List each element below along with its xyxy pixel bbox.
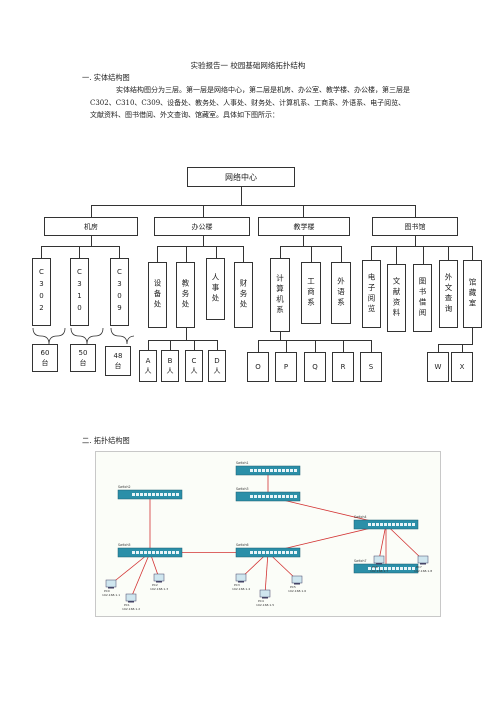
pc-ip-label: 192.168.1.8 <box>414 569 432 573</box>
pc-ip-label: 192.168.1.5 <box>256 603 274 607</box>
org-bangonglou: 办公楼 <box>154 217 250 236</box>
org-jiaowuchu: 教务处 <box>176 262 195 328</box>
switch-node: Switch3 <box>235 487 301 502</box>
pc-name-label: PC0 <box>104 589 110 593</box>
org-caiwuchu: 财务处 <box>234 262 253 328</box>
topology-link <box>264 552 269 595</box>
topology-link <box>385 524 424 561</box>
intro-paragraph: 实体结构图分为三层。第一层是网络中心，第二层是机房、办公室、教学楼、办公楼，第三… <box>90 86 410 119</box>
org-guancangshi: 馆藏室 <box>463 260 482 328</box>
org-capacity-c309: 48 台 <box>105 346 131 376</box>
pc-ip-label: 192.168.1.6 <box>288 589 306 593</box>
org-wenxianziliao: 文献资料 <box>387 264 406 332</box>
org-capacity-c310: 50 台 <box>70 344 96 372</box>
org-c309: C309 <box>110 258 129 326</box>
org-dianziyuelan: 电子阅览 <box>362 260 381 328</box>
switch-node: Switch4 <box>353 515 419 530</box>
topology-link <box>110 552 151 585</box>
pc-name-label: PC1 <box>124 603 130 607</box>
pc-ip-label: 192.168.1.2 <box>122 607 140 611</box>
pc-ip-label: 192.168.1.3 <box>150 587 168 591</box>
org-shebeichu: 设备处 <box>148 262 167 328</box>
section-heading-topology: 二. 拓扑结构图 <box>82 436 130 445</box>
pc-name-label: PC3 <box>234 583 240 587</box>
switch-node: Switch7 <box>353 559 419 574</box>
org-root: 网络中心 <box>187 167 295 187</box>
org-teaching-q: Q <box>304 352 326 382</box>
org-c302: C302 <box>32 258 51 326</box>
switch-node: Switch2 <box>117 485 183 500</box>
org-library-w: W <box>427 352 449 382</box>
org-jiaoxuelou: 教学楼 <box>258 217 350 236</box>
org-tushujieyue: 图书借阅 <box>413 264 432 332</box>
pc-name-label: PC5 <box>290 585 296 589</box>
switch-label: Switch1 <box>236 461 249 465</box>
pc-name-label: PC6 <box>372 565 378 569</box>
org-waiwenchaxun: 外文查询 <box>439 260 458 328</box>
pc-name-label: PC4 <box>258 599 264 603</box>
org-teaching-o: O <box>247 352 269 382</box>
org-waiyuxi: 外语系 <box>331 262 351 324</box>
switch-node: Switch1 <box>235 461 301 476</box>
pc-ip-label: 192.168.1.4 <box>232 587 250 591</box>
pc-name-label: PC2 <box>152 583 158 587</box>
org-teaching-p: P <box>275 352 297 382</box>
org-jifang: 机房 <box>44 217 138 236</box>
page-title: 实验报告一 校园基础网络拓扑结构 <box>190 61 306 70</box>
org-office-d: D 人 <box>208 350 226 382</box>
switch-label: Switch4 <box>354 515 367 519</box>
org-renshichu: 人事处 <box>206 258 225 320</box>
switch-label: Switch3 <box>236 487 249 491</box>
switch-node: Switch6 <box>235 543 301 558</box>
topology-link <box>378 524 387 561</box>
switch-node: Switch5 <box>117 543 183 558</box>
capacity-brackets <box>32 327 134 345</box>
switch-label: Switch7 <box>354 559 367 563</box>
pc-ip-label: 192.168.1.7 <box>370 569 388 573</box>
org-jisuanjixi: 计算机系 <box>270 258 290 332</box>
switch-label: Switch5 <box>118 543 131 547</box>
topology-link <box>130 552 151 599</box>
org-library-x: X <box>451 352 473 382</box>
org-tushuguan: 图书馆 <box>372 217 458 236</box>
pc-name-label: PC7 <box>416 565 422 569</box>
org-capacity-c302: 60 台 <box>32 344 58 372</box>
org-gongshangxi: 工商系 <box>301 262 321 324</box>
org-teaching-r: R <box>332 352 354 382</box>
org-office-b: B 人 <box>161 350 179 382</box>
switch-label: Switch6 <box>236 543 249 547</box>
org-office-c: C 人 <box>185 350 203 382</box>
org-c310: C310 <box>70 258 89 326</box>
section-heading-structure: 一. 实体结构图 <box>82 73 130 82</box>
org-teaching-s: S <box>360 352 382 382</box>
pc-ip-label: 192.168.1.1 <box>102 593 120 597</box>
org-office-a: A 人 <box>139 350 157 382</box>
switch-label: Switch2 <box>118 485 131 489</box>
